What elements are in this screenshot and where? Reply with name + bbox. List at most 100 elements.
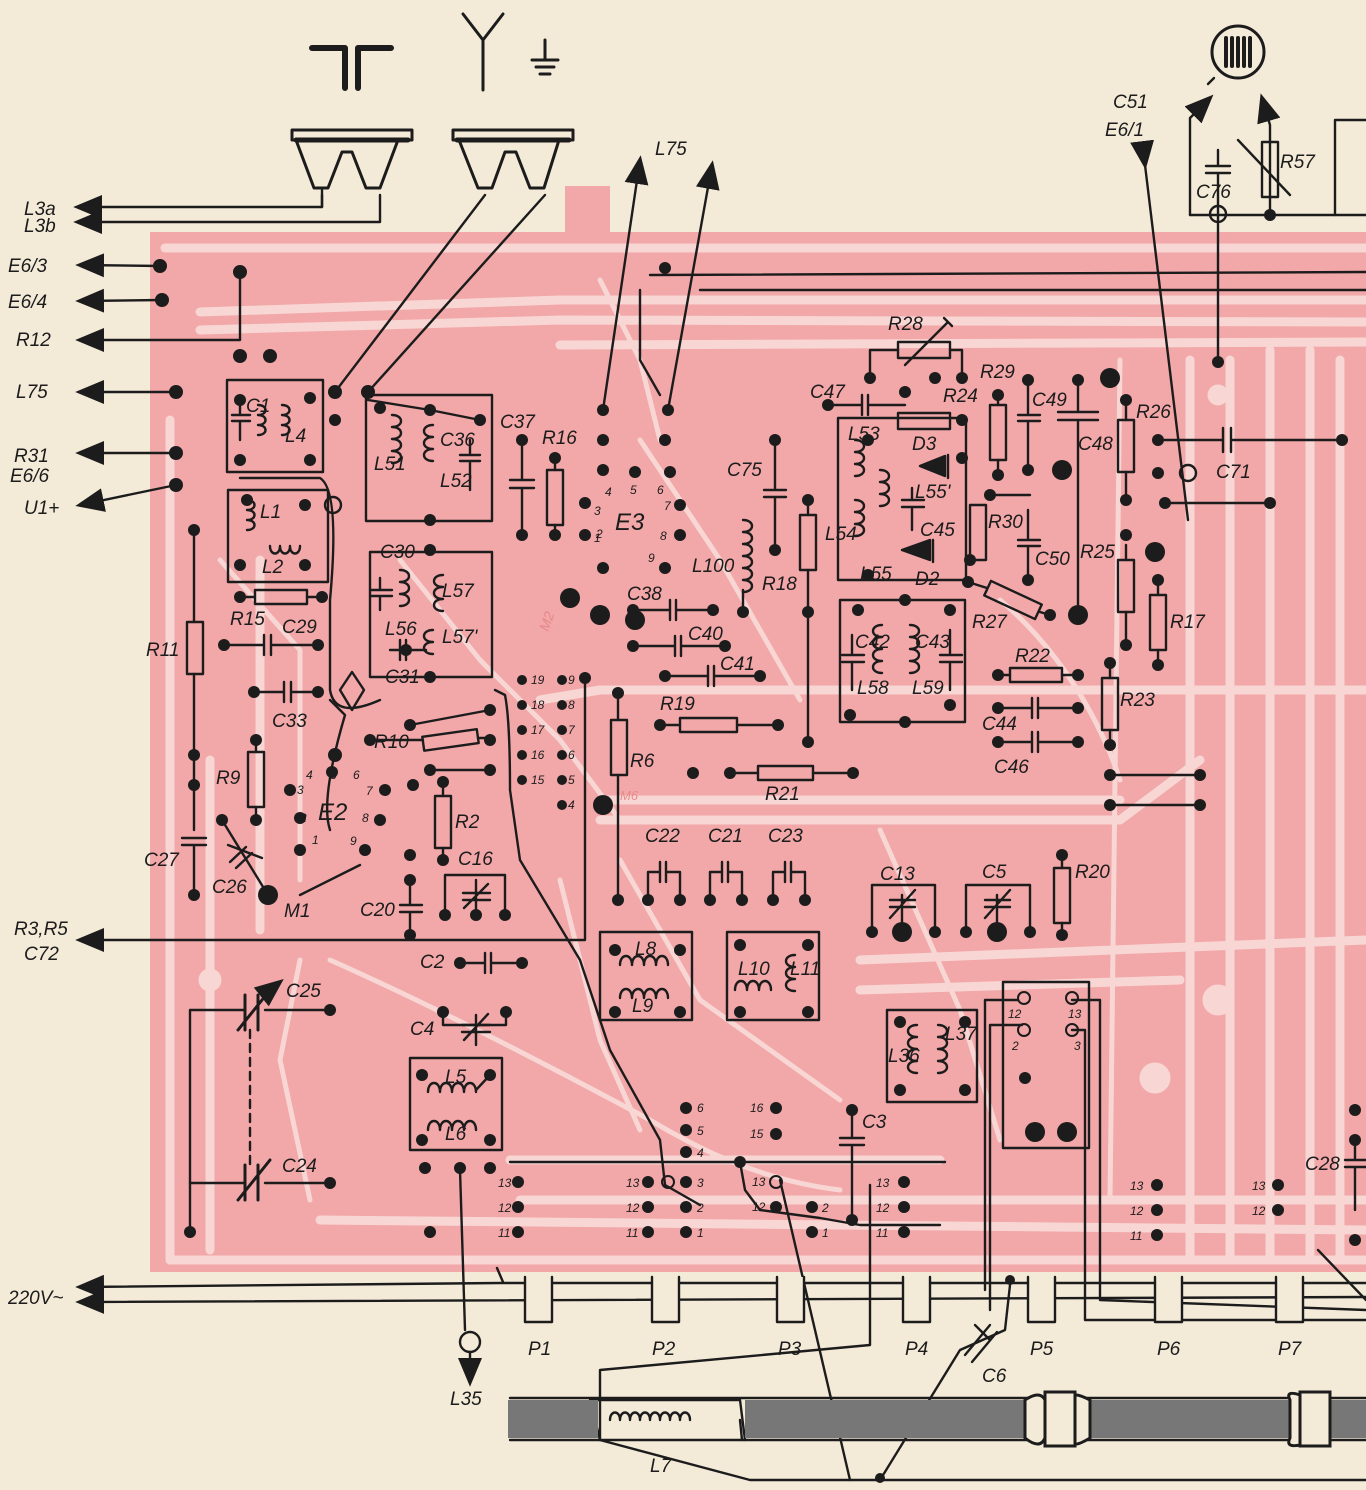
label-l55p: L55' xyxy=(915,482,952,503)
label-r19: R19 xyxy=(660,694,695,715)
label-r27: R27 xyxy=(972,612,1008,633)
p5-pin-13: 13 xyxy=(1068,1007,1082,1021)
label-r21: R21 xyxy=(765,784,800,805)
label-r16: R16 xyxy=(542,428,577,449)
e3-pin-5: 5 xyxy=(630,483,637,497)
label-l2: L2 xyxy=(262,557,284,578)
label-l55: L55 xyxy=(860,564,892,585)
label-c50: C50 xyxy=(1035,549,1070,570)
label-c75: C75 xyxy=(727,460,762,481)
e3-pin-1: 1 xyxy=(594,531,601,545)
label-c40: C40 xyxy=(688,624,723,645)
label-l58: L58 xyxy=(857,678,889,699)
label-l75-top: L75 xyxy=(655,139,687,160)
label-c33: C33 xyxy=(272,711,307,732)
p2-pin-4: 4 xyxy=(697,1146,704,1160)
p2-pin-3: 3 xyxy=(697,1176,704,1190)
e3-pin-3: 3 xyxy=(594,504,601,518)
p2-pin-11: 11 xyxy=(626,1226,638,1240)
label-r9: R9 xyxy=(216,768,241,789)
p3-pin-13: 13 xyxy=(752,1175,766,1189)
p2-pin-13: 13 xyxy=(626,1176,640,1190)
p6-pin-13: 13 xyxy=(1130,1179,1144,1193)
p2-pin-12: 12 xyxy=(626,1201,640,1215)
e3-pin-7: 7 xyxy=(664,499,672,513)
pin-numbers: 1 2 3 4 5 6 7 8 9 1 2 3 4 5 6 7 8 9 19 1… xyxy=(297,483,1266,1243)
open-pads xyxy=(661,991,1079,1189)
label-c30: C30 xyxy=(380,542,415,563)
label-m2: M2 xyxy=(536,609,558,633)
edge-labels: L3a L3b E6/3 E6/4 R12 L75 R31 E6/6 U1+ R… xyxy=(7,92,1316,1477)
label-c38: C38 xyxy=(627,584,662,605)
label-r29: R29 xyxy=(980,362,1015,383)
label-c37: C37 xyxy=(500,412,536,433)
label-mains: 220V~ xyxy=(7,1288,63,1309)
label-l37: L37 xyxy=(945,1024,978,1045)
label-c45: C45 xyxy=(920,520,955,541)
p2-pin-1: 1 xyxy=(697,1226,704,1240)
p2-pin-5: 5 xyxy=(697,1124,704,1138)
p5-pin-12: 12 xyxy=(1008,1007,1022,1021)
label-r24: R24 xyxy=(943,386,978,407)
label-c47: C47 xyxy=(810,382,846,403)
label-c76: C76 xyxy=(1196,182,1231,203)
label-c27: C27 xyxy=(144,850,180,871)
label-l53: L53 xyxy=(848,424,880,445)
label-l6: L6 xyxy=(445,1124,467,1145)
label-e2: E2 xyxy=(318,799,347,826)
switch-labels: P1 P2 P3 P4 P5 P6 P7 xyxy=(528,1339,1303,1360)
socket-pin-9: 9 xyxy=(568,673,575,687)
label-c36: C36 xyxy=(440,430,475,451)
label-e6-6: E6/6 xyxy=(10,466,50,487)
p6-pin-11: 11 xyxy=(1130,1229,1142,1243)
label-r12: R12 xyxy=(16,330,51,351)
label-u1: U1+ xyxy=(24,498,59,519)
label-l1: L1 xyxy=(260,502,281,523)
label-c46: C46 xyxy=(994,757,1029,778)
p6-pin-12: 12 xyxy=(1130,1204,1144,1218)
label-l56: L56 xyxy=(385,619,417,640)
label-c43: C43 xyxy=(915,632,950,653)
label-c24: C24 xyxy=(282,1156,317,1177)
e2-pin-9: 9 xyxy=(350,834,357,848)
label-c22: C22 xyxy=(645,826,680,847)
switch-p7: P7 xyxy=(1278,1339,1303,1360)
socket-pin-8: 8 xyxy=(568,698,575,712)
p5-pin-2: 2 xyxy=(1011,1039,1019,1053)
label-c20: C20 xyxy=(360,900,395,921)
socket-pin-5: 5 xyxy=(568,773,575,787)
p4-pin-12: 12 xyxy=(876,1201,890,1215)
switch-p4: P4 xyxy=(905,1339,928,1360)
p3-pin-12: 12 xyxy=(752,1200,766,1214)
e2-pin-3: 3 xyxy=(297,783,304,797)
label-l57: L57 xyxy=(442,581,475,602)
label-d3: D3 xyxy=(912,434,937,455)
label-e3: E3 xyxy=(615,509,645,536)
label-r15: R15 xyxy=(230,609,265,630)
p7-pin-12: 12 xyxy=(1252,1204,1266,1218)
p5-pin-3: 3 xyxy=(1074,1039,1081,1053)
label-r25: R25 xyxy=(1080,542,1115,563)
label-l52: L52 xyxy=(440,471,472,492)
p3-pin-1: 1 xyxy=(822,1226,829,1240)
label-e6-1: E6/1 xyxy=(1105,120,1144,141)
socket-pin-15: 15 xyxy=(531,773,545,787)
label-c51: C51 xyxy=(1113,92,1148,113)
label-l75: L75 xyxy=(16,382,48,403)
socket-pin-6: 6 xyxy=(568,748,575,762)
p4-pin-13: 13 xyxy=(876,1176,890,1190)
label-c72: C72 xyxy=(24,944,59,965)
p2-pin-6: 6 xyxy=(697,1101,704,1115)
label-c3: C3 xyxy=(862,1112,887,1133)
p2-pin-2: 2 xyxy=(696,1201,704,1215)
label-c71: C71 xyxy=(1216,462,1251,483)
label-c31: C31 xyxy=(385,667,420,688)
label-c44: C44 xyxy=(982,714,1017,735)
socket-pin-19: 19 xyxy=(531,673,545,687)
label-r2: R2 xyxy=(455,812,480,833)
label-c29: C29 xyxy=(282,617,317,638)
label-l11: L11 xyxy=(790,959,820,980)
label-r30: R30 xyxy=(988,512,1023,533)
label-r22: R22 xyxy=(1015,646,1050,667)
